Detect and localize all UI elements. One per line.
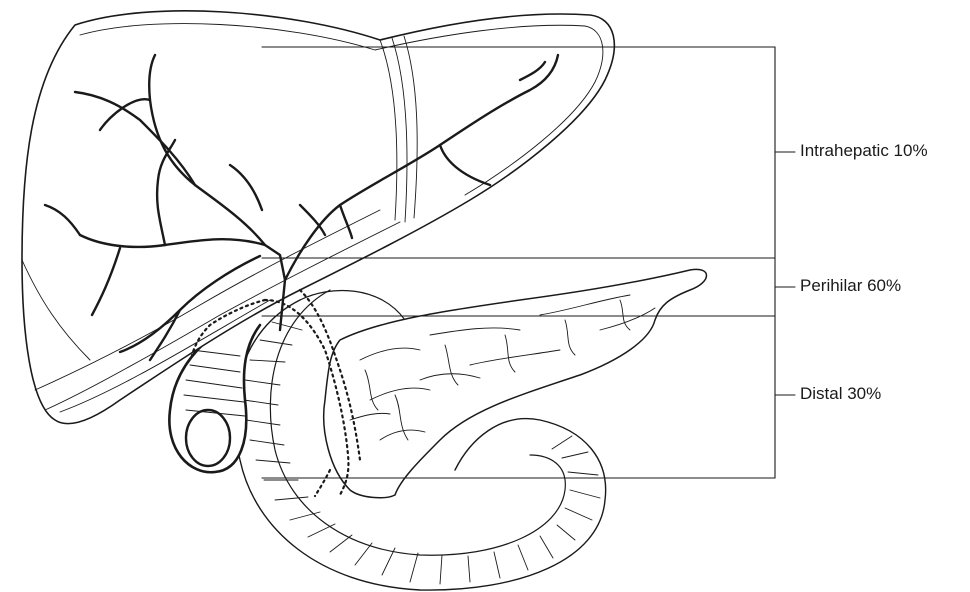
distal-label: Distal 30%	[800, 384, 881, 404]
intrahepatic-label: Intrahepatic 10%	[800, 141, 928, 161]
perihilar-label: Perihilar 60%	[800, 276, 901, 296]
